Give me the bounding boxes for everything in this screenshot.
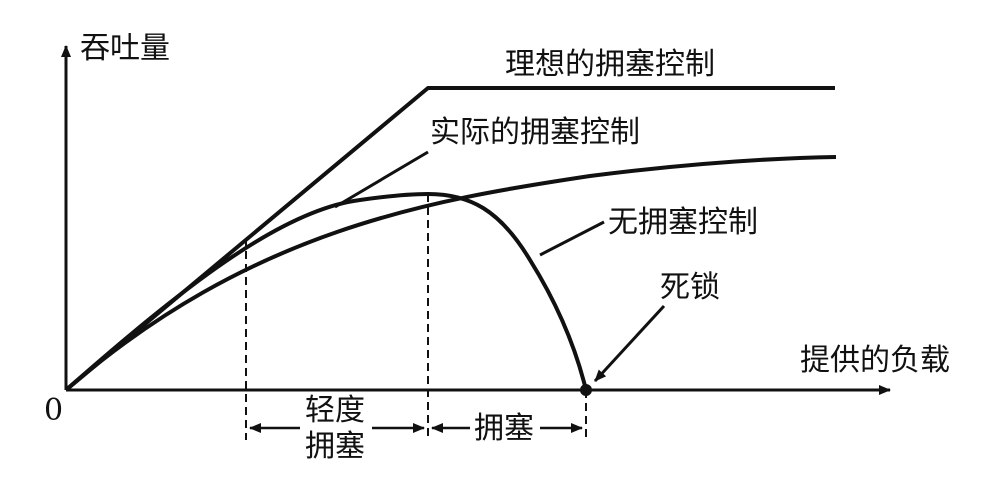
congestion-label: 拥塞 xyxy=(474,411,534,446)
no-control-curve xyxy=(64,191,588,392)
light-congestion-label-line1: 轻度 xyxy=(305,393,365,428)
ideal-curve-label: 理想的拥塞控制 xyxy=(505,47,715,82)
y-axis-label: 吞吐量 xyxy=(80,31,170,66)
light-congestion-label-line2: 拥塞 xyxy=(305,429,365,464)
no-control-curve-leader xyxy=(539,220,605,257)
deadlock-arrow xyxy=(593,304,666,383)
actual-curve xyxy=(64,155,837,392)
origin-label: 0 xyxy=(44,393,63,428)
actual-curve-label: 实际的拥塞控制 xyxy=(430,115,640,150)
no-control-curve-label: 无拥塞控制 xyxy=(608,205,758,240)
deadlock-label: 死锁 xyxy=(660,270,720,305)
x-axis-label: 提供的负载 xyxy=(800,343,950,378)
actual-curve-leader xyxy=(334,150,429,209)
